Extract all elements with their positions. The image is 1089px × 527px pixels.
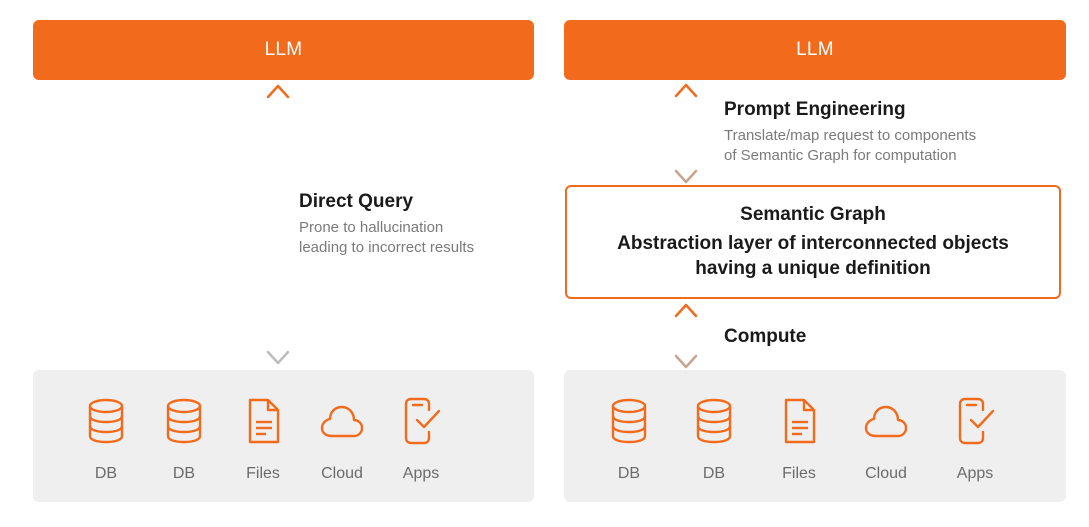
llm-bar-left: LLM	[33, 20, 534, 80]
prompt-engineering-title: Prompt Engineering	[724, 99, 906, 120]
direct-query-arrow	[266, 84, 290, 365]
source-db-1: DB	[589, 396, 669, 483]
file-icon	[777, 396, 821, 451]
direct-query-title: Direct Query	[299, 191, 414, 212]
prompt-engineering-desc-line1: Translate/map request to components	[724, 127, 977, 144]
source-label: Files	[782, 465, 816, 482]
source-label: DB	[617, 465, 641, 482]
compute-label: Compute	[724, 326, 806, 353]
source-label: Apps	[956, 465, 994, 482]
prompt-engineering-label: Prompt Engineering Translate/map request…	[724, 99, 976, 166]
source-cloud: Cloud	[302, 396, 382, 483]
source-db-2: DB	[674, 396, 754, 483]
file-icon	[241, 396, 285, 451]
data-sources-panel-right: DB DB Files Cloud Apps	[564, 370, 1066, 502]
llm-label-right: LLM	[796, 39, 834, 60]
cloud-icon	[864, 396, 908, 451]
semantic-graph-desc-line1: Abstraction layer of interconnected obje…	[617, 232, 1009, 254]
source-apps: Apps	[381, 396, 461, 483]
source-db-1: DB	[66, 396, 146, 483]
source-files: Files	[223, 396, 303, 483]
database-icon	[607, 396, 651, 451]
database-icon	[162, 396, 206, 451]
llm-bar-right: LLM	[564, 20, 1066, 80]
phone-check-icon	[953, 396, 997, 451]
source-label: Files	[246, 465, 280, 482]
llm-label-left: LLM	[264, 39, 303, 60]
semantic-graph-box: Semantic Graph Abstraction layer of inte…	[565, 185, 1061, 299]
prompt-engineering-arrow	[674, 83, 698, 184]
source-label: Cloud	[321, 465, 363, 482]
semantic-graph-desc-line2: having a unique definition	[695, 257, 931, 279]
compute-arrow	[674, 303, 698, 369]
source-label: DB	[702, 465, 726, 482]
source-db-2: DB	[144, 396, 224, 483]
prompt-engineering-desc-line2: of Semantic Graph for computation	[724, 147, 957, 164]
source-label: DB	[172, 465, 196, 482]
database-icon	[692, 396, 736, 451]
source-files: Files	[759, 396, 839, 483]
direct-query-label: Direct Query Prone to hallucination lead…	[299, 191, 474, 258]
semantic-graph-title: Semantic Graph	[740, 203, 886, 225]
cloud-icon	[320, 396, 364, 451]
source-label: Apps	[402, 465, 440, 482]
source-apps: Apps	[935, 396, 1015, 483]
database-icon	[84, 396, 128, 451]
compute-title: Compute	[724, 326, 807, 347]
data-sources-panel-left: DB DB Files Cloud Apps	[33, 370, 534, 502]
direct-query-desc-line1: Prone to hallucination	[299, 219, 444, 236]
source-label: Cloud	[865, 465, 907, 482]
source-cloud: Cloud	[846, 396, 926, 483]
direct-query-desc-line2: leading to incorrect results	[299, 239, 475, 256]
phone-check-icon	[399, 396, 443, 451]
source-label: DB	[94, 465, 118, 482]
